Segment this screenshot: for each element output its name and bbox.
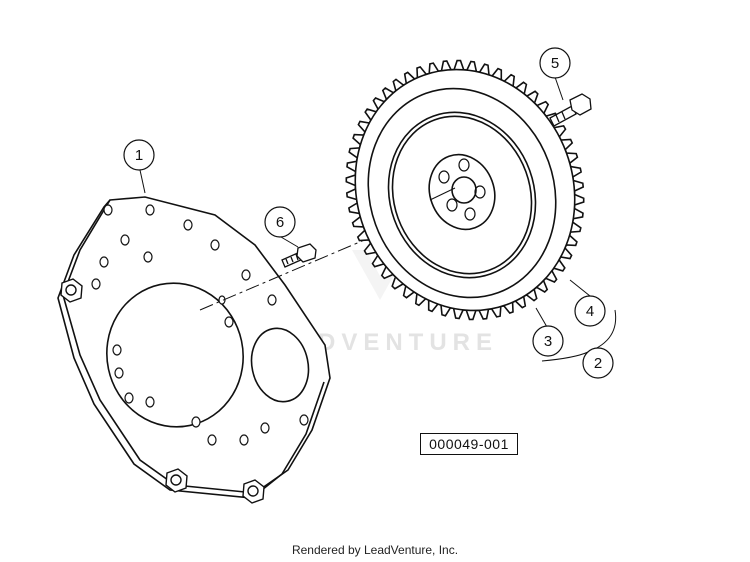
callout-6: 6	[264, 206, 296, 238]
footer-credit: Rendered by LeadVenture, Inc.	[291, 543, 459, 557]
bolt-part-5	[549, 93, 592, 127]
callout-3: 3	[532, 325, 564, 357]
callout-5: 5	[539, 47, 571, 79]
callout-2: 2	[582, 347, 614, 379]
callout-4: 4	[574, 295, 606, 327]
adapter-plate	[57, 196, 331, 504]
svg-text:3: 3	[544, 333, 552, 350]
svg-text:1: 1	[135, 147, 143, 164]
part-number-label: 000049-001	[420, 433, 518, 455]
svg-text:4: 4	[586, 303, 594, 320]
svg-text:6: 6	[276, 214, 284, 231]
bolt-part-6	[281, 243, 317, 268]
svg-text:5: 5	[551, 55, 559, 72]
flywheel	[345, 59, 585, 321]
callout-1: 1	[123, 139, 155, 171]
svg-text:2: 2	[594, 355, 602, 372]
